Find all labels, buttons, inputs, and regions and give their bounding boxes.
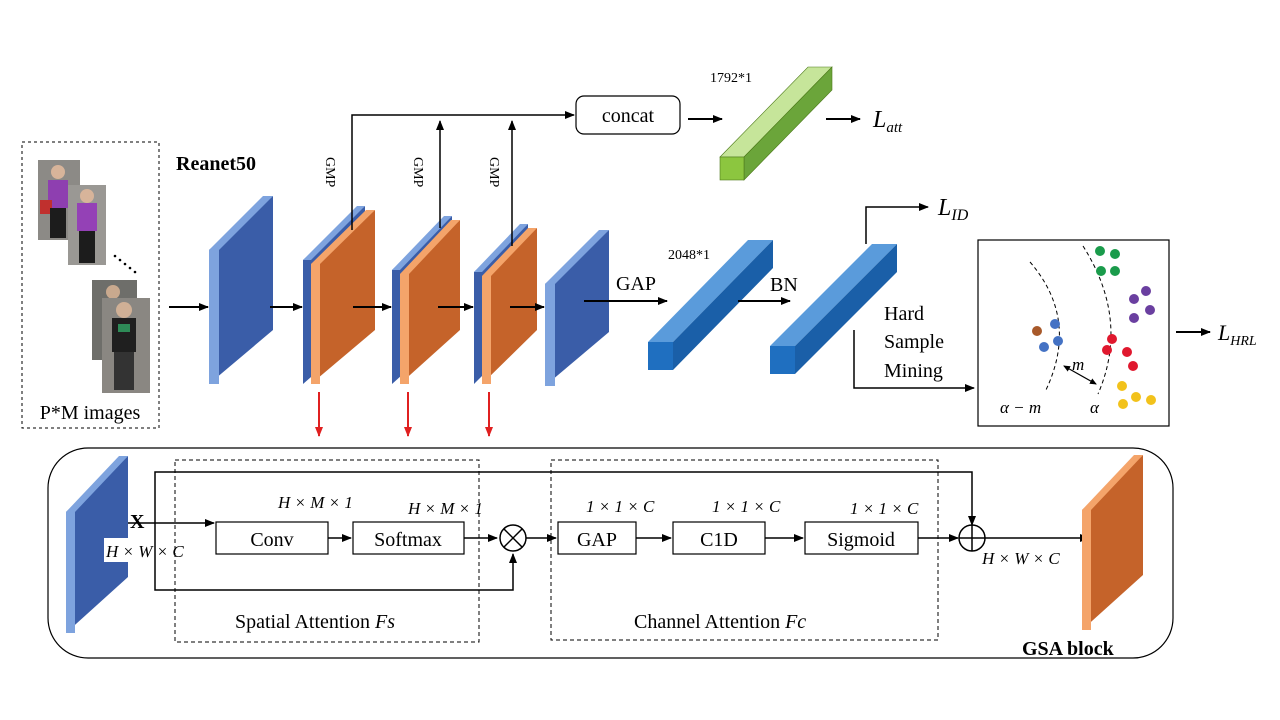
channel-attention-box xyxy=(550,459,939,641)
spatial-attention-caption: Spatial Attention Fs xyxy=(235,611,395,633)
cluster-green xyxy=(1095,246,1120,276)
gmp-label-2: GMP xyxy=(410,157,425,188)
spatial-attention-box xyxy=(174,459,480,643)
gsa-block-title: GSA block xyxy=(1022,638,1115,660)
gsa-output-feature-map xyxy=(1082,455,1143,630)
bn-label: BN xyxy=(770,274,798,296)
gsa-input-feature-map xyxy=(66,456,128,633)
concat-label: concat xyxy=(602,105,655,127)
gsa-input-dims: H × W × C xyxy=(105,542,184,561)
person-image-4 xyxy=(102,298,150,393)
id-dim-label: 2048*1 xyxy=(668,248,710,263)
att-dim-label: 1792*1 xyxy=(710,71,752,86)
c1d-box xyxy=(672,521,766,555)
gap-feature-vector xyxy=(648,240,773,370)
gmp-label-1: GMP xyxy=(322,157,337,188)
margin-label: m xyxy=(1072,355,1084,374)
concat-box xyxy=(575,95,681,135)
conv-box xyxy=(215,521,329,555)
softmax-box xyxy=(352,521,465,555)
hard-mining-line2: Sample xyxy=(884,331,944,353)
att-feature-vector xyxy=(719,66,833,181)
gsa-input-symbol: X xyxy=(130,511,145,533)
gsa-gap-box xyxy=(557,521,637,555)
sigmoid-label: Sigmoid xyxy=(827,529,895,551)
spatial-skip xyxy=(154,523,517,591)
ellipsis-dots xyxy=(113,254,137,274)
gap-label: GAP xyxy=(616,273,656,295)
sigmoid-box xyxy=(804,521,919,555)
conv-label: Conv xyxy=(250,529,293,551)
add-operator xyxy=(958,524,986,552)
gsa-gap-label: GAP xyxy=(577,529,617,551)
input-caption: P*M images xyxy=(40,402,141,424)
alpha-label: α xyxy=(1090,398,1100,417)
cluster-yellow xyxy=(1117,381,1156,409)
id-branch xyxy=(865,203,929,244)
feature-map-stage1 xyxy=(209,196,273,384)
hard-mining-line1: Hard xyxy=(884,303,924,325)
cluster-red xyxy=(1102,334,1138,371)
feature-map-stage2 xyxy=(303,206,375,384)
feature-map-stage3 xyxy=(392,216,460,384)
person-image-2 xyxy=(68,185,106,265)
gsa-output-dims: H × W × C xyxy=(981,549,1060,568)
embedding-panel: m α − m α xyxy=(977,239,1170,427)
bn-feature-vector xyxy=(770,244,897,374)
cluster-purple xyxy=(1129,286,1155,323)
gmp-label-3: GMP xyxy=(486,157,501,188)
c1d-dims: 1 × 1 × C xyxy=(712,497,781,516)
loss-hrl: LHRL xyxy=(1217,320,1257,349)
loss-att: Latt xyxy=(872,107,903,136)
gap-dims: 1 × 1 × C xyxy=(586,497,655,516)
cluster-blue xyxy=(1032,319,1063,352)
alpha-minus-m-label: α − m xyxy=(1000,398,1041,417)
input-images-panel: P*M images xyxy=(21,141,160,429)
c1d-label: C1D xyxy=(700,529,738,551)
softmax-label: Softmax xyxy=(374,529,442,551)
backbone-title: Reanet50 xyxy=(176,153,256,175)
sigmoid-dims: 1 × 1 × C xyxy=(850,499,919,518)
residual-skip xyxy=(154,471,976,526)
conv-out-dims: H × M × 1 xyxy=(277,493,353,512)
gmp-branch-1 xyxy=(351,111,575,230)
loss-id: LID xyxy=(937,195,969,224)
hard-mining-line3: Mining xyxy=(884,360,943,382)
gsa-block-frame xyxy=(47,447,1174,659)
multiply-operator xyxy=(499,524,527,552)
mining-arrow xyxy=(853,330,975,392)
feature-map-stage4 xyxy=(474,224,537,384)
channel-attention-caption: Channel Attention Fc xyxy=(634,611,806,633)
softmax-out-dims: H × M × 1 xyxy=(407,499,483,518)
feature-map-stage5 xyxy=(545,230,609,386)
